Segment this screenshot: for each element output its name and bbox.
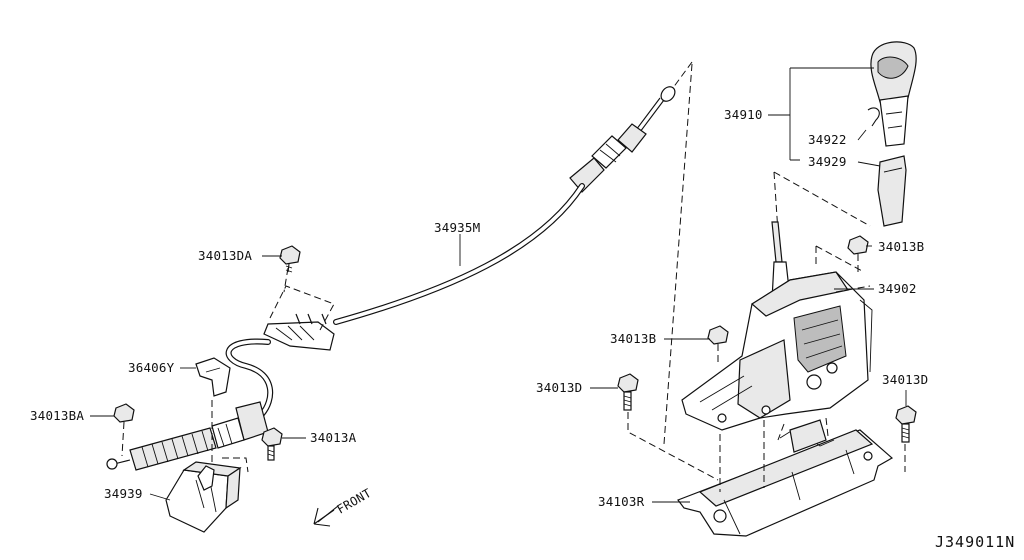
diagram-reference-code: J349011N bbox=[935, 533, 1015, 551]
label-cable-bracket: 34939 bbox=[104, 486, 143, 501]
front-direction-arrow bbox=[313, 505, 339, 527]
label-bolt-cable-end: 34013BA bbox=[30, 408, 84, 423]
bolt-cable-end-drawing bbox=[113, 403, 135, 457]
shifter-housing-drawing bbox=[681, 271, 873, 431]
bolt-bracket-drawing bbox=[261, 427, 283, 461]
mounting-bracket-drawing bbox=[677, 417, 894, 537]
shift-knob-drawing bbox=[870, 41, 917, 147]
knob-clip-drawing bbox=[867, 107, 880, 127]
knob-boot-drawing bbox=[877, 155, 907, 227]
bolt-right-lower-drawing bbox=[895, 405, 917, 472]
bolt-cable-clamp-drawing bbox=[279, 245, 301, 273]
leader-lines bbox=[90, 67, 907, 503]
control-cable-drawing bbox=[106, 61, 693, 471]
label-bolt-center: 34013B bbox=[610, 331, 656, 346]
cable-clip-drawing bbox=[195, 357, 231, 397]
label-bolt-right-lower: 34013D bbox=[882, 372, 928, 387]
bolt-center-drawing bbox=[707, 325, 729, 366]
label-bolt-upper-right: 34013B bbox=[878, 239, 924, 254]
label-bolt-cable-clamp: 34013DA bbox=[198, 248, 252, 263]
label-mounting-bracket: 34103R bbox=[598, 494, 645, 509]
label-knob-clip: 34922 bbox=[808, 132, 847, 147]
bolt-left-lower-drawing bbox=[617, 373, 719, 481]
label-knob-boot: 34929 bbox=[808, 154, 847, 169]
bolt-upper-right-drawing bbox=[847, 235, 869, 272]
label-shifter-housing: 34902 bbox=[878, 281, 917, 296]
label-control-cable: 34935M bbox=[434, 220, 480, 235]
label-bolt-bracket: 34013A bbox=[310, 430, 357, 445]
label-shift-knob-assembly: 34910 bbox=[724, 107, 763, 122]
label-bolt-left-lower: 34013D bbox=[536, 380, 582, 395]
label-cable-clip: 36406Y bbox=[128, 360, 175, 375]
cable-bracket-drawing bbox=[165, 400, 249, 533]
front-direction-label: FRONT bbox=[335, 486, 374, 517]
